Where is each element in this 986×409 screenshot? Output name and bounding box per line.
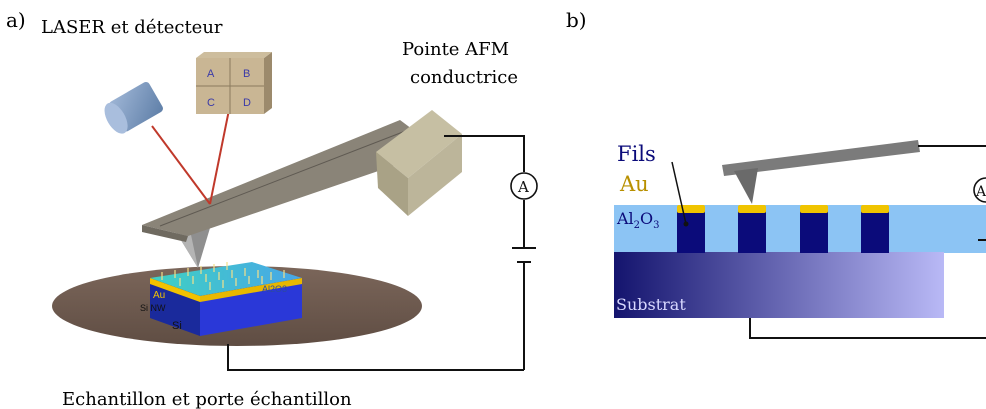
laser-detector-label: LASER et détecteur xyxy=(41,17,223,38)
panel-a: a) LASER et détecteur Pointe AFM conduct… xyxy=(6,8,538,409)
ammeter-b-icon xyxy=(973,177,986,203)
laser-source-icon xyxy=(104,81,163,134)
circuit-a xyxy=(227,135,536,371)
cantilever xyxy=(142,120,440,242)
quadrant-a: A xyxy=(207,68,215,80)
oxide-label: Al2O3 xyxy=(616,209,660,231)
chip-oxide-label: Al2O3 xyxy=(262,284,287,294)
tip-holder-block xyxy=(376,110,462,216)
sample-holder-label: Echantillon et porte échantillon xyxy=(62,389,352,409)
nanowire-array xyxy=(677,205,889,253)
tip-label-line1: Pointe AFM xyxy=(402,39,509,60)
ammeter-a-label: A xyxy=(517,178,529,196)
ammeter-b-label: A xyxy=(975,184,986,200)
tip-label-line2: conductrice xyxy=(410,67,518,88)
circuit-b xyxy=(749,145,986,339)
panel-b: b) Fils Au Al2O3 Substrat xyxy=(566,8,986,339)
substrate-label: Substrat xyxy=(616,295,686,314)
panel-b-label: b) xyxy=(566,8,587,32)
substrate xyxy=(614,252,944,318)
gold-label: Au xyxy=(619,172,649,196)
panel-a-label: a) xyxy=(6,8,26,32)
sample-chip: Au Si NW Si Al2O3 xyxy=(140,262,302,336)
quadrant-c: C xyxy=(207,97,215,109)
chip-si-label: Si xyxy=(172,320,182,332)
ammeter-a-icon xyxy=(510,172,538,200)
chip-nw-label: Si NW xyxy=(140,303,166,313)
chip-au-label: Au xyxy=(153,290,165,301)
quadrant-detector: A B C D xyxy=(196,52,272,114)
wires-label: Fils xyxy=(617,142,656,166)
wires-pointer xyxy=(671,161,687,225)
quadrant-d: D xyxy=(243,97,251,109)
quadrant-b: B xyxy=(243,68,250,80)
cantilever-b xyxy=(722,140,920,204)
